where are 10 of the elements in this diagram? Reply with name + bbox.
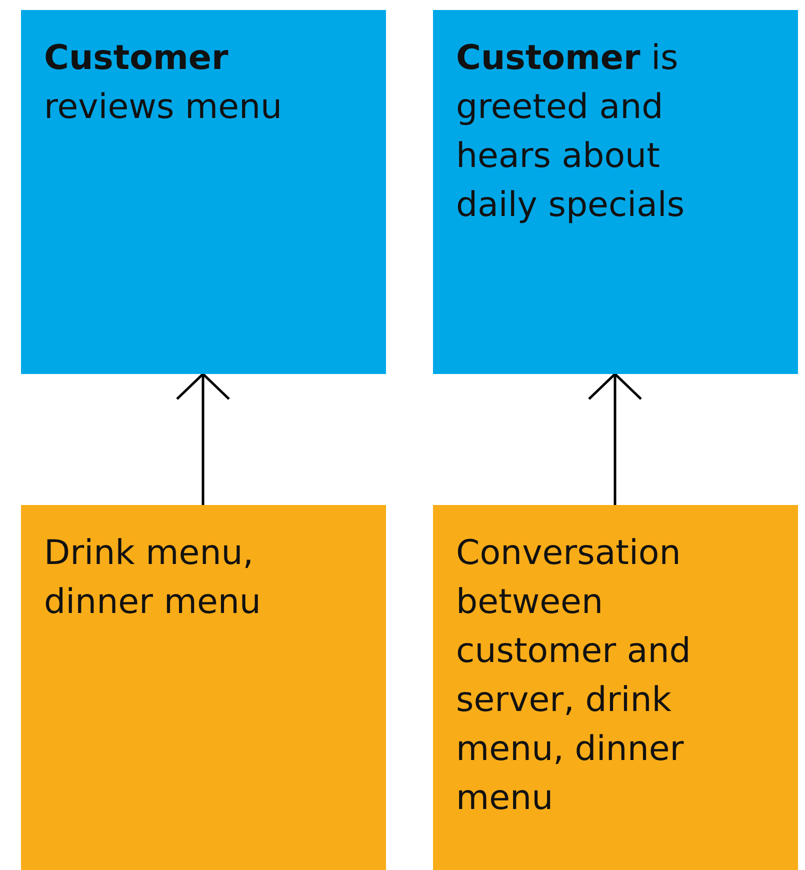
box-text: Customer reviews menu xyxy=(44,37,284,129)
action-box xyxy=(21,10,386,374)
action-box xyxy=(433,10,798,374)
box-text: Drink menu, dinner menu xyxy=(44,532,262,624)
arrow xyxy=(176,372,230,505)
arrow xyxy=(588,372,642,505)
prop-box xyxy=(21,505,386,870)
prop-box xyxy=(433,505,798,870)
box-text: Conversation between customer and server, drink menu, dinner menu xyxy=(456,532,692,820)
box-text: Customer is greeted and hears about daily specials xyxy=(456,37,686,227)
